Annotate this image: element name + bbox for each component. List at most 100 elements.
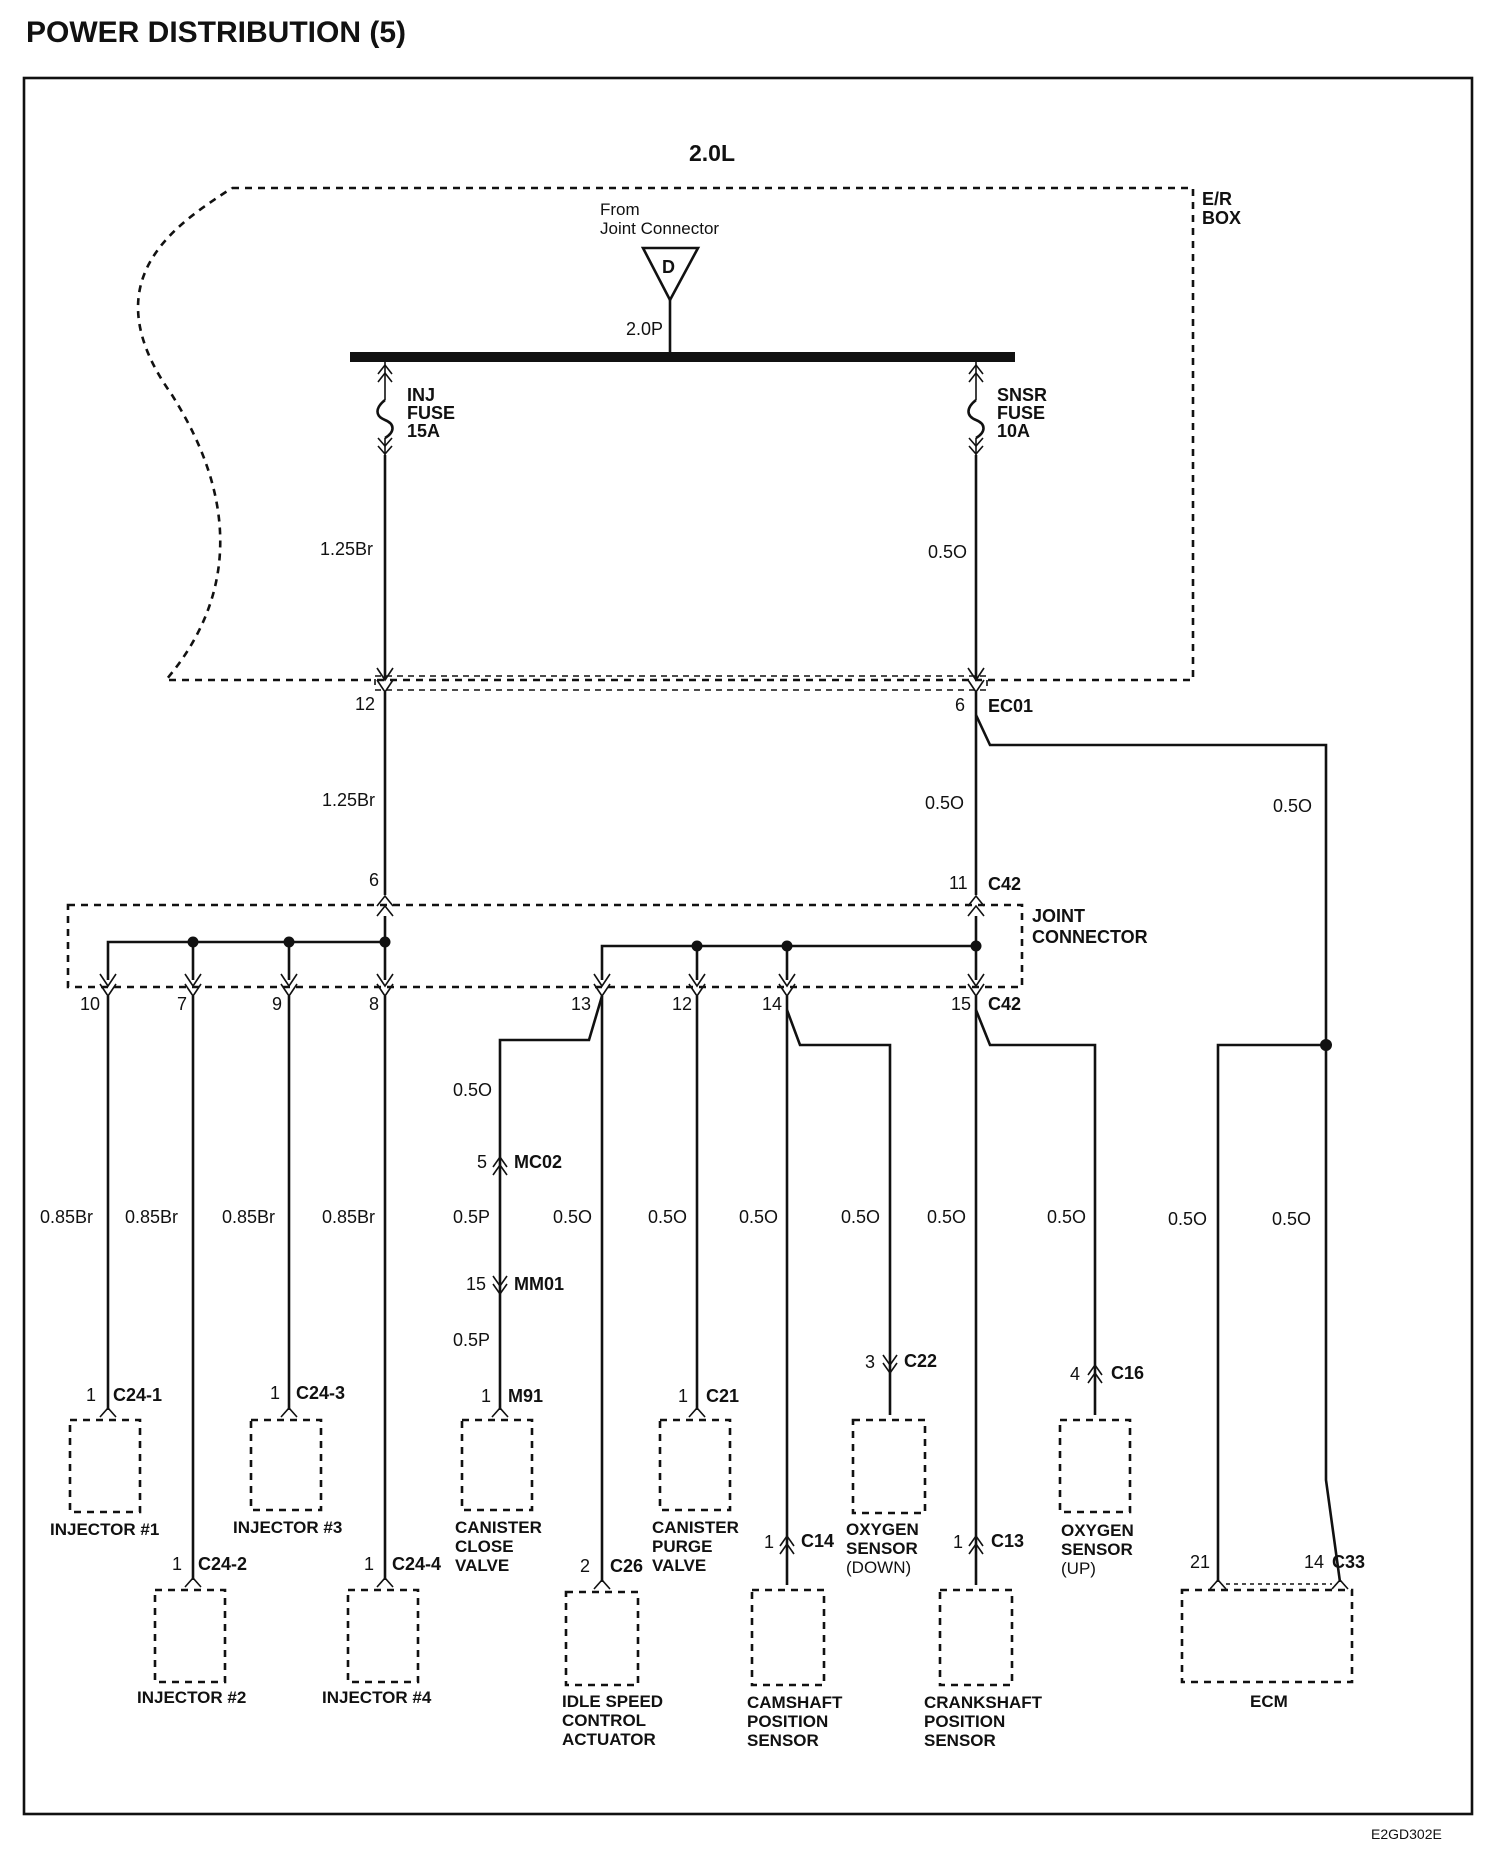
inj-fuse-label-1: INJ xyxy=(407,385,435,405)
c22-pin-label: 3 xyxy=(865,1352,875,1372)
o2up-wire xyxy=(974,1009,1097,1415)
c22-connector-symbol xyxy=(882,1354,898,1375)
ccv-pin-symbol xyxy=(491,1406,509,1418)
mc02-connector-label: MC02 xyxy=(514,1152,562,1172)
ccv-name-1: CANISTER xyxy=(455,1518,542,1537)
isca-name-3: ACTUATOR xyxy=(562,1730,656,1749)
o2up-name-3: (UP) xyxy=(1061,1559,1096,1578)
cpv-pin-label: 1 xyxy=(678,1386,688,1406)
ecm14-wire-label: 0.5O xyxy=(1272,1209,1311,1229)
o2up-box xyxy=(1058,1418,1132,1514)
ecm-branch-wire xyxy=(974,714,1342,1583)
c13-connector-symbol xyxy=(968,1534,984,1555)
injector1-box xyxy=(68,1418,142,1514)
snsr-fuse-label-2: FUSE xyxy=(997,403,1045,423)
ccv-wire-upper-label: 0.5O xyxy=(453,1080,492,1100)
ecm-branch-wire-label: 0.5O xyxy=(1273,796,1312,816)
jc-top-connector-label: C42 xyxy=(988,874,1021,894)
joint-connector-label-1: JOINT xyxy=(1032,906,1085,926)
c14-connector-label: C14 xyxy=(801,1531,834,1551)
mm01-connector-symbol xyxy=(492,1275,508,1296)
ec01-connector-label: EC01 xyxy=(988,696,1033,716)
jc-splice-dot xyxy=(781,940,793,952)
injector1-name: INJECTOR #1 xyxy=(50,1520,159,1539)
ccv-connector-label: M91 xyxy=(508,1386,543,1406)
ecm-box xyxy=(1180,1588,1354,1684)
jc-bottom-pin-10: 10 xyxy=(80,994,100,1014)
jc-splice-dot xyxy=(691,940,703,952)
ecm-pin-14-symbol xyxy=(1331,1578,1349,1590)
jc-pin-6-symbol xyxy=(376,894,394,917)
jc-bottom-pin-14: 14 xyxy=(762,994,782,1014)
jc-pin-6-label: 6 xyxy=(369,870,379,890)
mc02-pin-label: 5 xyxy=(477,1152,487,1172)
o2down-name-2: SENSOR xyxy=(846,1539,918,1558)
inj-feed-wire-label: 1.25Br xyxy=(322,790,375,810)
inj-fuse xyxy=(376,362,394,456)
isca-name-1: IDLE SPEED xyxy=(562,1692,663,1711)
o2up-name-1: OXYGEN xyxy=(1061,1521,1134,1540)
cpv-name-3: VALVE xyxy=(652,1556,706,1575)
isca-pin-symbol xyxy=(593,1578,611,1590)
isca-connector-label: C26 xyxy=(610,1556,643,1576)
jc-inj-bus xyxy=(106,940,385,980)
joint-connector-letter: D xyxy=(662,257,675,277)
ccv-pin-label: 1 xyxy=(481,1386,491,1406)
engine-label: 2.0L xyxy=(689,140,735,166)
source-wire-label: 2.0P xyxy=(626,319,663,339)
injector1-pin-symbol xyxy=(99,1406,117,1418)
isca-name-2: CONTROL xyxy=(562,1711,646,1730)
c16-connector-label: C16 xyxy=(1111,1363,1144,1383)
jc-bottom-pin-8: 8 xyxy=(369,994,379,1014)
injector3-connector-label: C24-3 xyxy=(296,1383,345,1403)
ckp-wire-label: 0.5O xyxy=(927,1207,966,1227)
inj-fuse-label-2: FUSE xyxy=(407,403,455,423)
source-label-2: Joint Connector xyxy=(600,219,719,238)
cpv-wire-label: 0.5O xyxy=(648,1207,687,1227)
c13-connector-label: C13 xyxy=(991,1531,1024,1551)
jc-bottom-pin-9: 9 xyxy=(272,994,282,1014)
o2down-name-1: OXYGEN xyxy=(846,1520,919,1539)
jc-splice-dot xyxy=(283,936,295,948)
injector3-box xyxy=(249,1418,323,1512)
ec01-pin-6-label: 6 xyxy=(955,695,965,715)
jc-bottom-pin-12: 12 xyxy=(672,994,692,1014)
cmp-name-1: CAMSHAFT xyxy=(747,1693,843,1712)
ecm-connector-label: C33 xyxy=(1332,1552,1365,1572)
cpv-pin-symbol xyxy=(688,1406,706,1418)
ccv-wire xyxy=(498,995,604,1410)
ckp-name-2: POSITION xyxy=(924,1712,1005,1731)
o2down-wire-label: 0.5O xyxy=(841,1207,880,1227)
ckp-name-3: SENSOR xyxy=(924,1731,996,1750)
ecm-pin-21-symbol xyxy=(1209,1578,1227,1590)
page-title: POWER DISTRIBUTION (5) xyxy=(26,16,406,49)
injector4-pin-label: 1 xyxy=(364,1554,374,1574)
source-label-1: From xyxy=(600,200,640,219)
ccv-wire-mid-label: 0.5P xyxy=(453,1207,490,1227)
c16-connector-symbol xyxy=(1087,1363,1103,1384)
injector1-connector-label: C24-1 xyxy=(113,1385,162,1405)
cpv-name-1: CANISTER xyxy=(652,1518,739,1537)
injector4-name: INJECTOR #4 xyxy=(322,1688,432,1707)
c14-connector-symbol xyxy=(779,1534,795,1555)
isca-pin-label: 2 xyxy=(580,1556,590,1576)
ecm21-wire xyxy=(1216,1043,1326,1582)
fuse-bus-bar xyxy=(350,352,1015,362)
isca-box xyxy=(564,1590,640,1687)
injector2-wire-label: 0.85Br xyxy=(125,1207,178,1227)
jc-pin-11-symbol xyxy=(967,894,985,917)
reference-code: E2GD302E xyxy=(1371,1826,1442,1842)
injector2-pin-symbol xyxy=(184,1576,202,1588)
cmp-name-2: POSITION xyxy=(747,1712,828,1731)
ccv-name-3: VALVE xyxy=(455,1556,509,1575)
c13-pin-label: 1 xyxy=(953,1532,963,1552)
inj-fuse-label-3: 15A xyxy=(407,421,440,441)
joint-connector-symbol xyxy=(640,246,701,303)
jc-bottom-pin-symbols xyxy=(99,973,985,998)
er-box-label-2: BOX xyxy=(1202,208,1241,228)
ec01-connector-outline xyxy=(374,675,988,691)
snsr-fuse-wire-label: 0.5O xyxy=(928,542,967,562)
ecm21-wire-label: 0.5O xyxy=(1168,1209,1207,1229)
injector2-name: INJECTOR #2 xyxy=(137,1688,246,1707)
